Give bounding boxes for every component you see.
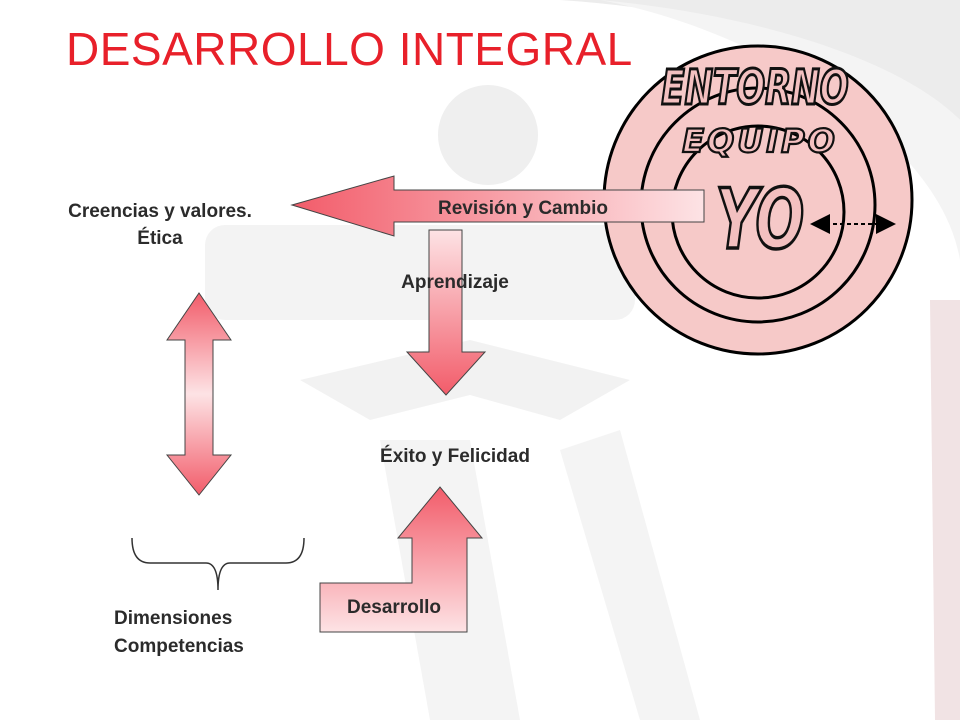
creencias-line1: Creencias y valores. [68,201,252,222]
desarrollo-arrow [319,486,484,633]
dimensiones-line1: Dimensiones [114,608,233,629]
yo-label: YO [716,171,805,267]
dimensiones-line2: Competencias [114,636,244,657]
page-title: DESARROLLO INTEGRAL [66,23,633,75]
double-arrow-icon [810,214,896,234]
concentric-circles [602,44,914,356]
dimensiones-label: Dimensiones Competencias [114,605,314,661]
revision-label: Revisión y Cambio [438,198,608,219]
vertical-double-arrow [165,292,233,496]
aprendizaje-label: Aprendizaje [401,272,509,293]
desarrollo-label: Desarrollo [347,597,441,618]
entorno-label: ENTORNO [661,59,848,116]
revision-arrow [290,175,705,237]
curly-brace [131,537,305,591]
aprendizaje-arrow [405,229,487,396]
creencias-line2: Ética [137,228,183,249]
creencias-label: Creencias y valores. Ética [20,198,300,252]
equipo-label: EQUIPO [682,122,838,160]
exito-label: Éxito y Felicidad [380,446,530,467]
